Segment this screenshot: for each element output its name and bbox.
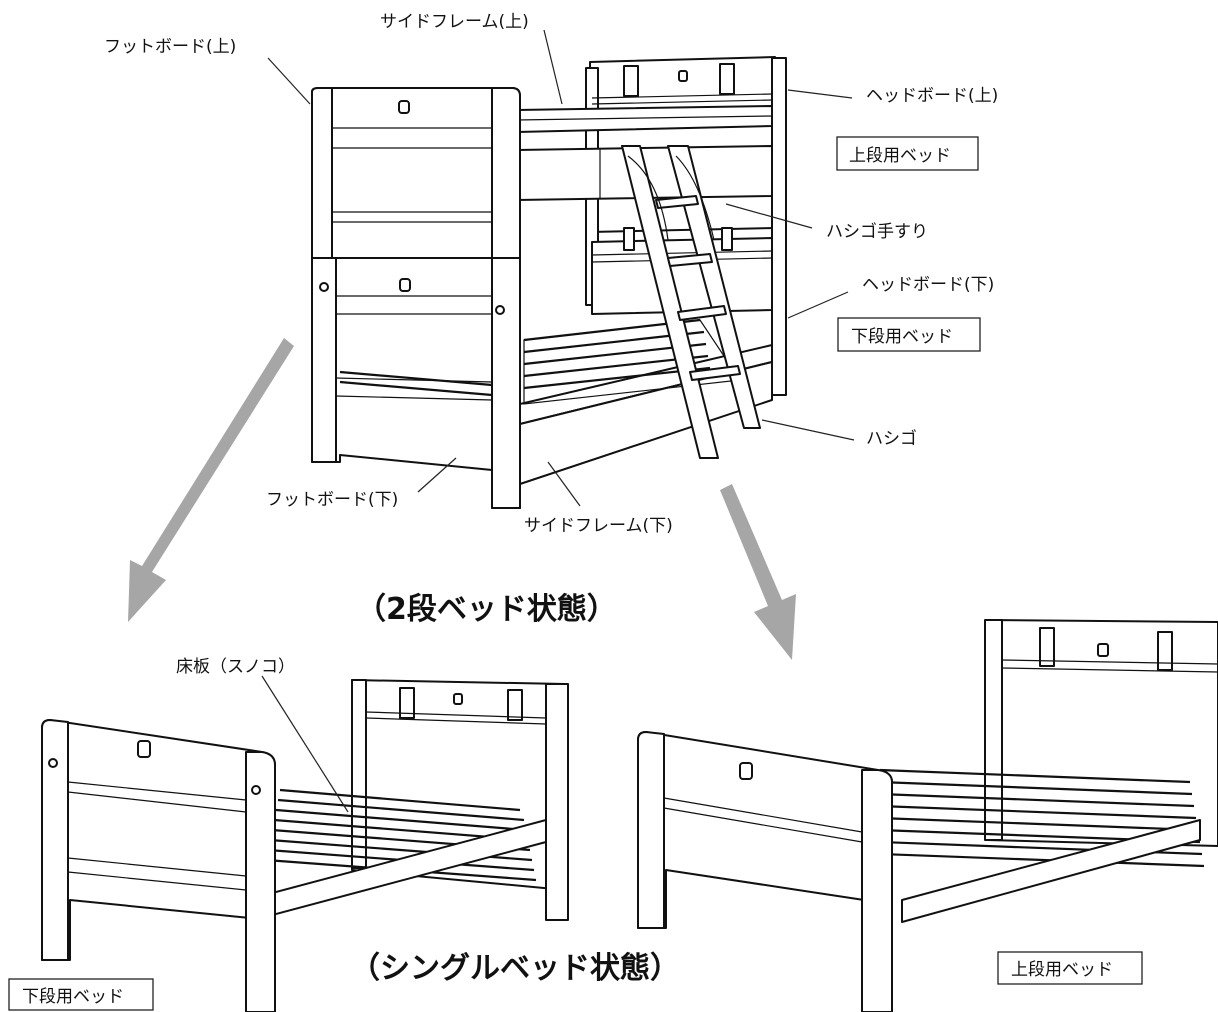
lower-bed-tag: 下段用ベッド <box>851 327 953 347</box>
upper-bed-tag: 上段用ベッド <box>849 146 951 166</box>
bunk-state-caption: （2段ベッド状態） <box>356 592 617 627</box>
foot-board-lower-label: フットボード(下) <box>266 490 398 510</box>
single-upper-tag-box <box>997 951 1143 985</box>
side-frame-upper-label: サイドフレーム(上) <box>380 12 529 32</box>
leader-lines <box>261 29 855 813</box>
floor-board-label: 床板（スノコ） <box>176 657 295 677</box>
single-lower-tag: 下段用ベッド <box>22 987 124 1007</box>
single-upper-tag: 上段用ベッド <box>1011 960 1113 980</box>
single-bed-lower-illustration <box>41 679 569 1012</box>
side-frame-lower-label: サイドフレーム(下) <box>524 516 673 536</box>
head-board-upper-label: ヘッドボード(上) <box>866 86 998 106</box>
ladder-handrail-label: ハシゴ手すり <box>826 221 928 242</box>
bunk-bed-illustration <box>311 56 787 509</box>
single-lower-tag-box <box>8 978 154 1011</box>
lower-bed-tag-box <box>837 317 981 352</box>
arrow-to-lower-bed <box>128 338 294 622</box>
arrow-to-upper-bed <box>720 484 796 660</box>
upper-bed-tag-box <box>836 136 979 171</box>
single-state-caption: （シングルベッド状態） <box>350 951 680 986</box>
ladder-label: ハシゴ <box>866 428 917 449</box>
head-board-lower-label: ヘッドボード(下) <box>862 275 994 295</box>
single-bed-upper-illustration <box>637 619 1218 1012</box>
foot-board-upper-label: フットボード(上) <box>104 37 236 57</box>
